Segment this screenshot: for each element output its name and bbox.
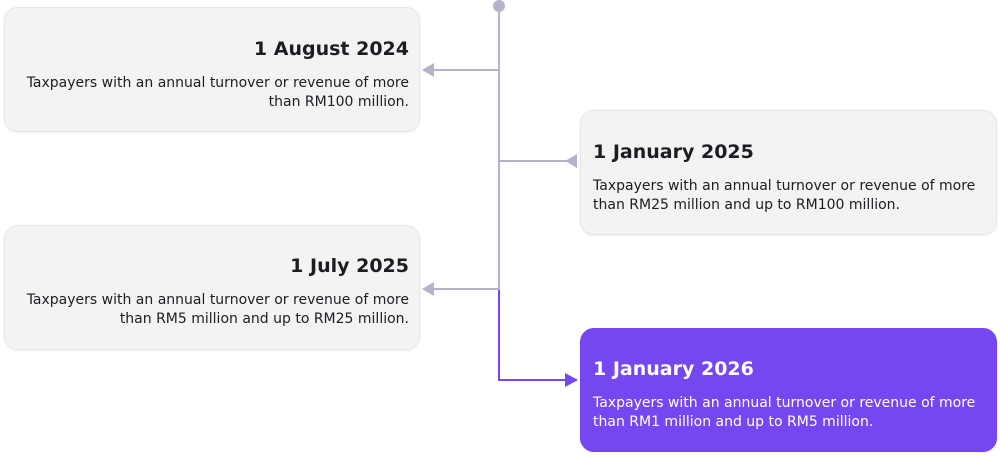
milestone-card-jan-2026: 1 January 2026 Taxpayers with an annual … bbox=[580, 328, 997, 452]
milestone-date: 1 July 2025 bbox=[290, 255, 409, 277]
milestone-description: Taxpayers with an annual turnover or rev… bbox=[593, 178, 976, 213]
milestone-description: Taxpayers with an annual turnover or rev… bbox=[26, 75, 409, 110]
milestone-card-aug-2024: 1 August 2024 Taxpayers with an annual t… bbox=[4, 7, 420, 132]
connector-0-arrow bbox=[422, 63, 434, 77]
connector-3-arrow bbox=[565, 373, 578, 387]
milestone-description: Taxpayers with an annual turnover or rev… bbox=[593, 395, 976, 430]
milestone-date: 1 August 2024 bbox=[253, 38, 409, 60]
timeline-connectors bbox=[422, 0, 578, 387]
milestone-card-jul-2025: 1 July 2025 Taxpayers with an annual tur… bbox=[4, 225, 420, 350]
connector-3-active bbox=[498, 290, 566, 381]
milestone-card-jan-2025: 1 January 2025 Taxpayers with an annual … bbox=[580, 110, 997, 235]
milestone-date: 1 January 2025 bbox=[593, 141, 754, 163]
milestone-description: Taxpayers with an annual turnover or rev… bbox=[26, 292, 409, 327]
connector-2-arrow bbox=[422, 282, 434, 296]
milestone-date: 1 January 2026 bbox=[593, 358, 754, 380]
connector-1-arrow bbox=[565, 154, 577, 168]
